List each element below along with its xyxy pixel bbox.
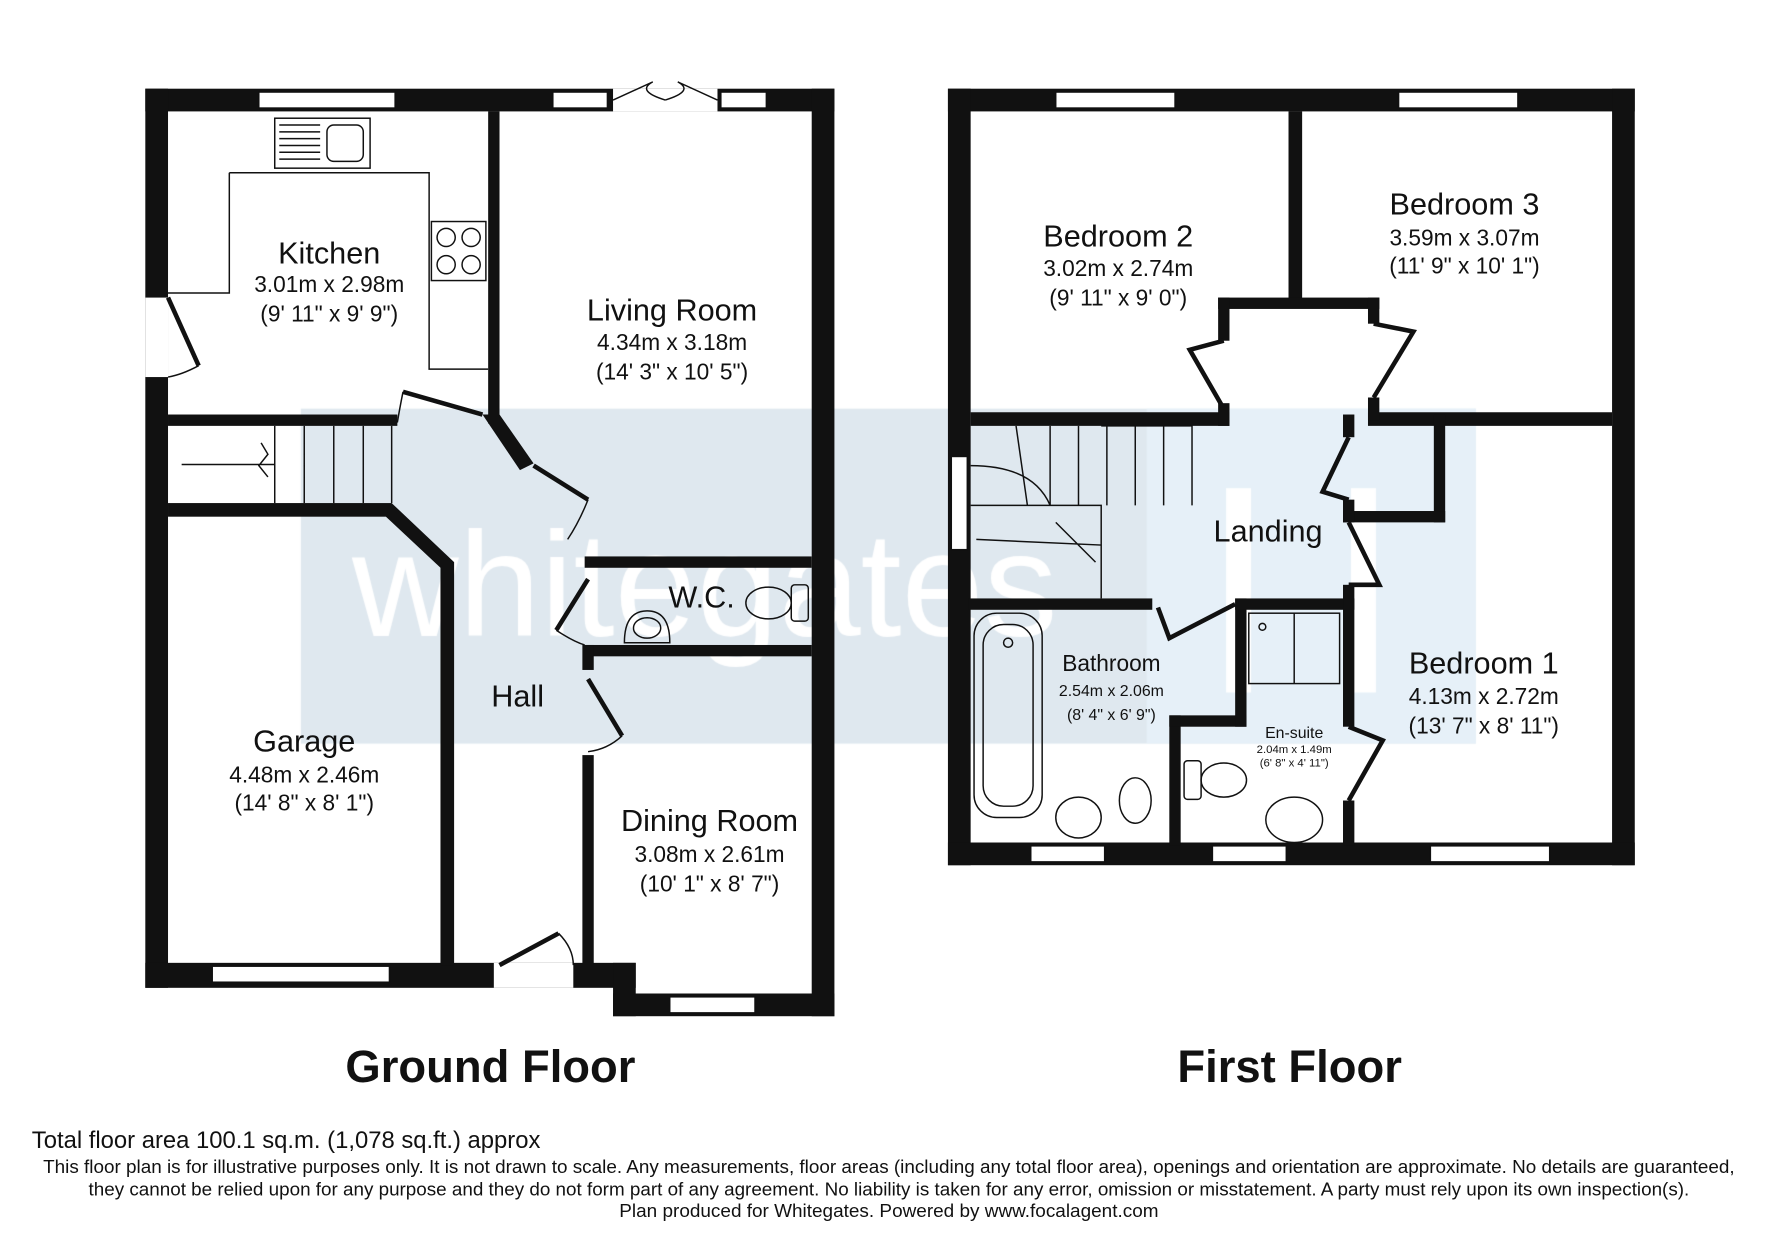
room-bedroom-1: Bedroom 1 4.13m x 2.72m (13' 7" x 8' 11"… [1409,646,1559,738]
window [258,91,396,109]
window [1397,91,1519,109]
room-size-imperial: (9' 11" x 9' 9") [260,300,398,326]
room-size-imperial: (14' 3" x 10' 5") [596,358,748,384]
room-name: Bedroom 2 [1043,220,1193,254]
room-size-imperial: (14' 8" x 8' 1") [234,790,374,816]
toilet [1118,777,1152,824]
hob [430,220,487,282]
basin [623,610,671,644]
disclaimer-line: This floor plan is for illustrative purp… [43,1157,1735,1177]
room-name: Bathroom [1062,650,1160,676]
room-bedroom-2: Bedroom 2 3.02m x 2.74m (9' 11" x 9' 0") [1043,220,1193,311]
credit-line: Plan produced for Whitegates. Powered by… [619,1201,1158,1221]
basin [1055,796,1102,839]
disclaimer-line: they cannot be relied upon for any purpo… [89,1180,1690,1200]
window [669,996,756,1014]
room-size-metric: 4.48m x 2.46m [229,761,379,787]
room-size-imperial: (9' 11" x 9' 0") [1049,285,1187,311]
room-size-metric: 4.34m x 3.18m [597,329,747,355]
total-floor-area: Total floor area 100.1 sq.m. (1,078 sq.f… [32,1127,541,1154]
ground-floor-title: Ground Floor [345,1041,635,1092]
room-landing: Landing [1214,515,1323,549]
room-hall: Hall [491,679,544,713]
basin [1265,796,1324,844]
room-name: Garage [253,725,355,759]
room-size-metric: 2.54m x 2.06m [1059,683,1164,700]
first-floor-title: First Floor [1177,1041,1402,1092]
window [211,965,391,983]
room-size-imperial: (13' 7" x 8' 11") [1409,713,1559,739]
room-name: Dining Room [621,804,798,838]
room-name: En-suite [1265,725,1323,742]
room-living-room: Living Room 4.34m x 3.18m (14' 3" x 10' … [587,293,757,384]
window [720,91,767,109]
room-name: Bedroom 1 [1409,646,1559,680]
room-kitchen: Kitchen 3.01m x 2.98m (9' 11" x 9' 9") [254,237,404,327]
toilet [745,584,810,622]
first-floor-openings [950,91,1551,863]
window [1429,845,1551,863]
room-size-metric: 3.01m x 2.98m [254,271,404,297]
front-door [493,962,574,988]
room-size-imperial: (6' 8" x 4' 11") [1260,757,1329,769]
first-floor-fixtures [970,425,1341,844]
room-size-metric: 2.04m x 1.49m [1257,744,1332,756]
room-name: Kitchen [278,237,380,271]
room-size-metric: 4.13m x 2.72m [1409,683,1559,709]
room-en-suite: En-suite 2.04m x 1.49m (6' 8" x 4' 11") [1257,725,1332,769]
room-size-imperial: (10' 1" x 8' 7") [640,870,780,896]
window [1211,845,1287,863]
ground-floor-openings [145,81,767,1014]
window [1055,91,1176,109]
ground-floor-fixtures [168,117,810,644]
room-name: Bedroom 3 [1390,188,1540,222]
window [552,91,609,109]
room-name: Living Room [587,293,757,327]
room-size-imperial: (11' 9" x 10' 1") [1389,253,1539,279]
room-size-metric: 3.59m x 3.07m [1389,224,1539,250]
toilet [1183,760,1248,801]
sink [273,117,371,169]
shower [1248,612,1341,685]
room-size-imperial: (8' 4" x 6' 9") [1067,707,1156,724]
room-bedroom-3: Bedroom 3 3.59m x 3.07m (11' 9" x 10' 1"… [1389,188,1539,279]
room-garage: Garage 4.48m x 2.46m (14' 8" x 8' 1") [229,725,379,816]
room-bathroom: Bathroom 2.54m x 2.06m (8' 4" x 6' 9") [1059,650,1164,724]
room-size-metric: 3.08m x 2.61m [635,841,785,867]
room-dining-room: Dining Room 3.08m x 2.61m (10' 1" x 8' 7… [621,804,798,896]
room-size-metric: 3.02m x 2.74m [1043,255,1193,281]
bathtub [973,612,1043,819]
window [950,455,968,551]
window [1030,845,1106,863]
room-wc: W.C. [668,581,734,615]
